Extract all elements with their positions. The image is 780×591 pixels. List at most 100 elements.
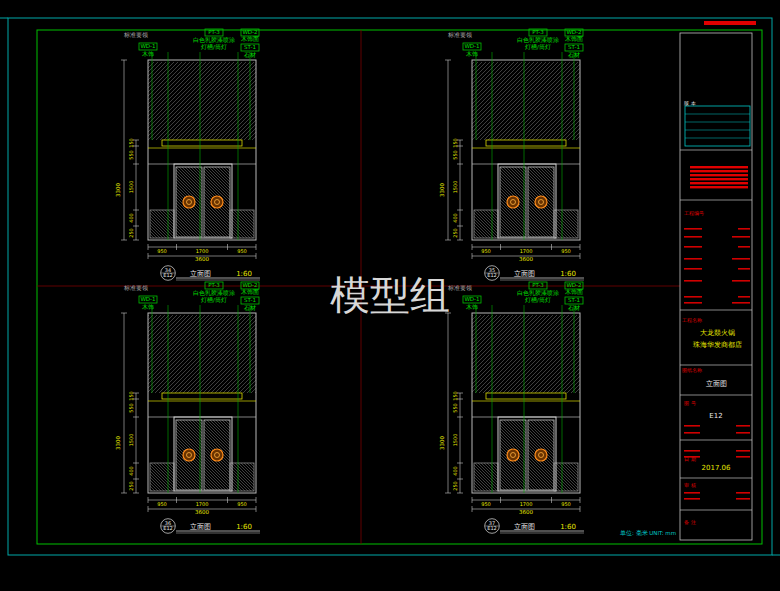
- title-underline: [500, 280, 584, 281]
- material-code: WD-1: [464, 44, 479, 50]
- unit-note: 单位: 毫米 UNIT: mm: [620, 531, 676, 537]
- material-code: PT-3: [532, 283, 544, 289]
- door-ornament: [187, 200, 192, 205]
- material-note: 灯槽/筒灯: [525, 298, 551, 304]
- field-redline: [684, 498, 700, 500]
- dimension: 3600: [519, 257, 533, 263]
- material-note: 灯槽/筒灯: [525, 45, 551, 51]
- title-underline: [176, 533, 260, 534]
- dim-tick: [121, 60, 127, 61]
- tag-box: [565, 44, 583, 51]
- dimension: 3300: [440, 436, 446, 450]
- note-redline: [690, 174, 748, 176]
- door-leaf: [500, 420, 526, 490]
- leader-line: [168, 305, 169, 493]
- door-leaf: [528, 420, 554, 490]
- material-code: PT-3: [208, 30, 220, 36]
- dim-tick: [256, 244, 257, 250]
- material-note: 标准要领: [124, 33, 148, 39]
- dim-tick: [457, 164, 463, 165]
- side-panel: [150, 463, 174, 491]
- dimension: 950: [157, 502, 167, 507]
- tag-box: [565, 297, 583, 304]
- side-panel: [554, 210, 578, 238]
- soffit-line: [148, 401, 256, 402]
- field-redline: [684, 492, 700, 494]
- dim-tick: [148, 506, 149, 512]
- material-code: WD-1: [464, 297, 479, 303]
- material-code: WD-1: [140, 44, 155, 50]
- dimension: 250: [129, 228, 134, 238]
- dimension: 950: [481, 502, 491, 507]
- drawing-title: 立面图: [514, 270, 535, 277]
- leader-line: [152, 52, 153, 140]
- dimension: 250: [453, 228, 458, 238]
- dimension: 950: [561, 249, 571, 254]
- title-bubble: 36E12: [160, 518, 176, 534]
- wall-outline: [472, 60, 580, 240]
- dim-tick: [133, 164, 139, 165]
- dim-tick: [133, 463, 139, 464]
- dim-tick: [121, 240, 127, 241]
- dim-tick: [472, 497, 473, 503]
- material-code: ST-1: [244, 298, 256, 304]
- field-redline: [684, 258, 702, 260]
- material-note: 白色乳胶漆喷涂: [193, 291, 235, 297]
- dim-tick: [445, 240, 451, 241]
- revision-row: [685, 130, 750, 131]
- dimension: 950: [237, 249, 247, 254]
- drawing-scale: 1:60: [560, 523, 576, 530]
- material-note: 木饰面: [241, 37, 259, 43]
- dimension-line: [472, 500, 580, 501]
- dim-tick: [445, 493, 451, 494]
- dim-tick: [256, 497, 257, 503]
- dimension-line: [136, 393, 137, 493]
- side-panel: [230, 463, 254, 491]
- dimension: 950: [561, 502, 571, 507]
- dim-tick: [227, 244, 228, 250]
- frame-line: [0, 18, 8, 19]
- dimension: 1700: [196, 249, 209, 254]
- dimension: 400: [453, 466, 458, 476]
- dim-tick: [472, 244, 473, 250]
- dim-tick: [133, 479, 139, 480]
- door-frame: [174, 417, 232, 491]
- dimension: 550: [453, 403, 458, 413]
- field-name: 图纸名称: [682, 368, 702, 373]
- dimension: 1500: [453, 434, 458, 447]
- material-note: 木饰面: [241, 290, 259, 296]
- material-note: 木饰: [142, 305, 154, 311]
- leader-line: [200, 305, 201, 493]
- dimension-line: [448, 60, 449, 240]
- dim-tick: [580, 506, 581, 512]
- door-leaf: [176, 420, 202, 490]
- tag-box: [463, 43, 481, 50]
- dim-tick: [133, 493, 139, 494]
- tag-box: [241, 282, 259, 289]
- leader-line: [168, 52, 169, 240]
- material-code: WD-2: [566, 30, 581, 36]
- leader-line: [250, 52, 251, 140]
- tag-box: [463, 296, 481, 303]
- note-redline: [690, 178, 748, 180]
- door-ornament: [187, 453, 192, 458]
- material-note: 白色乳胶漆喷涂: [193, 38, 235, 44]
- dimension: 150: [129, 391, 134, 401]
- door-ornament: [215, 200, 220, 205]
- field-redline: [736, 425, 750, 427]
- dimension: 550: [129, 403, 134, 413]
- dim-tick: [457, 226, 463, 227]
- dim-tick: [148, 244, 149, 250]
- door-ornament: [539, 200, 544, 205]
- dimension-line: [148, 247, 256, 248]
- row-line: [680, 478, 752, 479]
- dimension-line: [460, 140, 461, 240]
- dim-tick: [445, 60, 451, 61]
- material-code: WD-2: [242, 283, 257, 289]
- dimension: 400: [453, 213, 458, 223]
- door-ornament: [211, 449, 223, 461]
- leader-line: [250, 305, 251, 393]
- material-note: 石材: [244, 53, 256, 59]
- dimension: 1700: [520, 502, 533, 507]
